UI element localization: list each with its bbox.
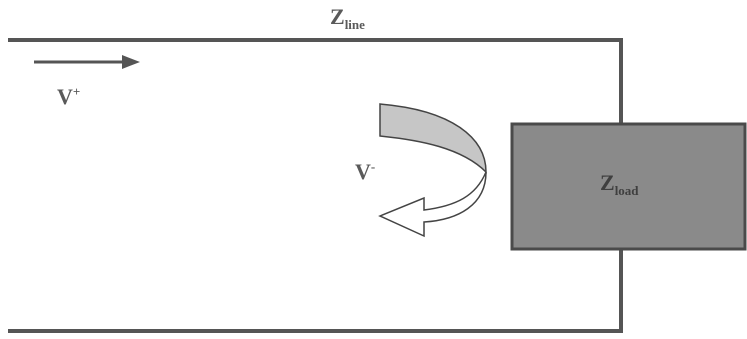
line-impedance-label: Zline <box>330 4 365 32</box>
incident-wave-symbol: V <box>57 84 73 109</box>
load-impedance-subscript: load <box>614 183 639 198</box>
load-impedance-symbol: Z <box>600 170 615 195</box>
reflected-wave-symbol: V <box>355 159 371 184</box>
load-box <box>510 122 747 251</box>
load-impedance-label: Zload <box>600 170 639 198</box>
incident-wave-label: V+ <box>57 85 80 108</box>
reflected-wave-superscript: - <box>370 159 376 174</box>
reflected-arrow <box>378 103 487 238</box>
reflected-wave-label: V- <box>355 160 375 183</box>
line-impedance-subscript: line <box>344 17 365 32</box>
incident-arrow <box>34 55 140 69</box>
incident-wave-superscript: + <box>72 84 81 99</box>
line-impedance-symbol: Z <box>330 4 345 29</box>
